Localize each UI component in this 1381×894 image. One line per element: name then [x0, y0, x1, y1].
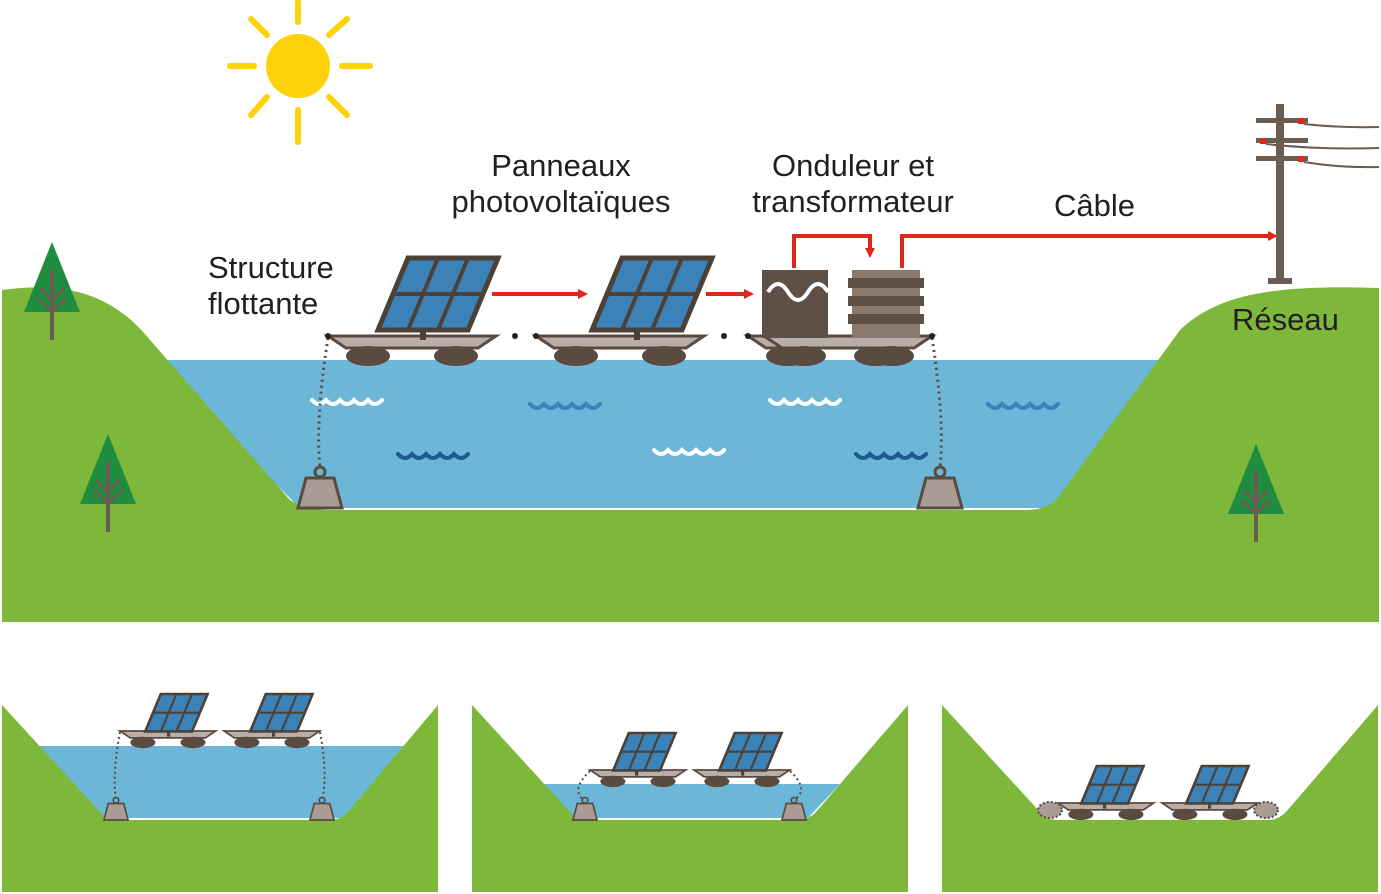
terrain-grass [2, 287, 1379, 622]
variant-high-water [2, 692, 438, 892]
utility-pole-icon [1256, 104, 1380, 284]
reservoir-water [150, 360, 1170, 508]
label-pv-panels: Panneaux photovoltaïques [451, 148, 671, 219]
flow-arrow [492, 231, 1278, 299]
solar-panel-icon [592, 258, 712, 340]
sun-icon [227, 0, 373, 145]
label-cable: Câble [1054, 188, 1135, 223]
variant-medium-water [472, 705, 908, 892]
label-floating-structure: Structure flottante [208, 250, 334, 321]
solar-panel-icon [378, 258, 498, 340]
variant-low-water [942, 705, 1378, 892]
inverter-icon [762, 270, 830, 338]
label-inverter-transformer: Onduleur et transformateur [752, 148, 954, 219]
label-grid: Réseau [1232, 302, 1339, 337]
transformer-icon [848, 270, 924, 338]
